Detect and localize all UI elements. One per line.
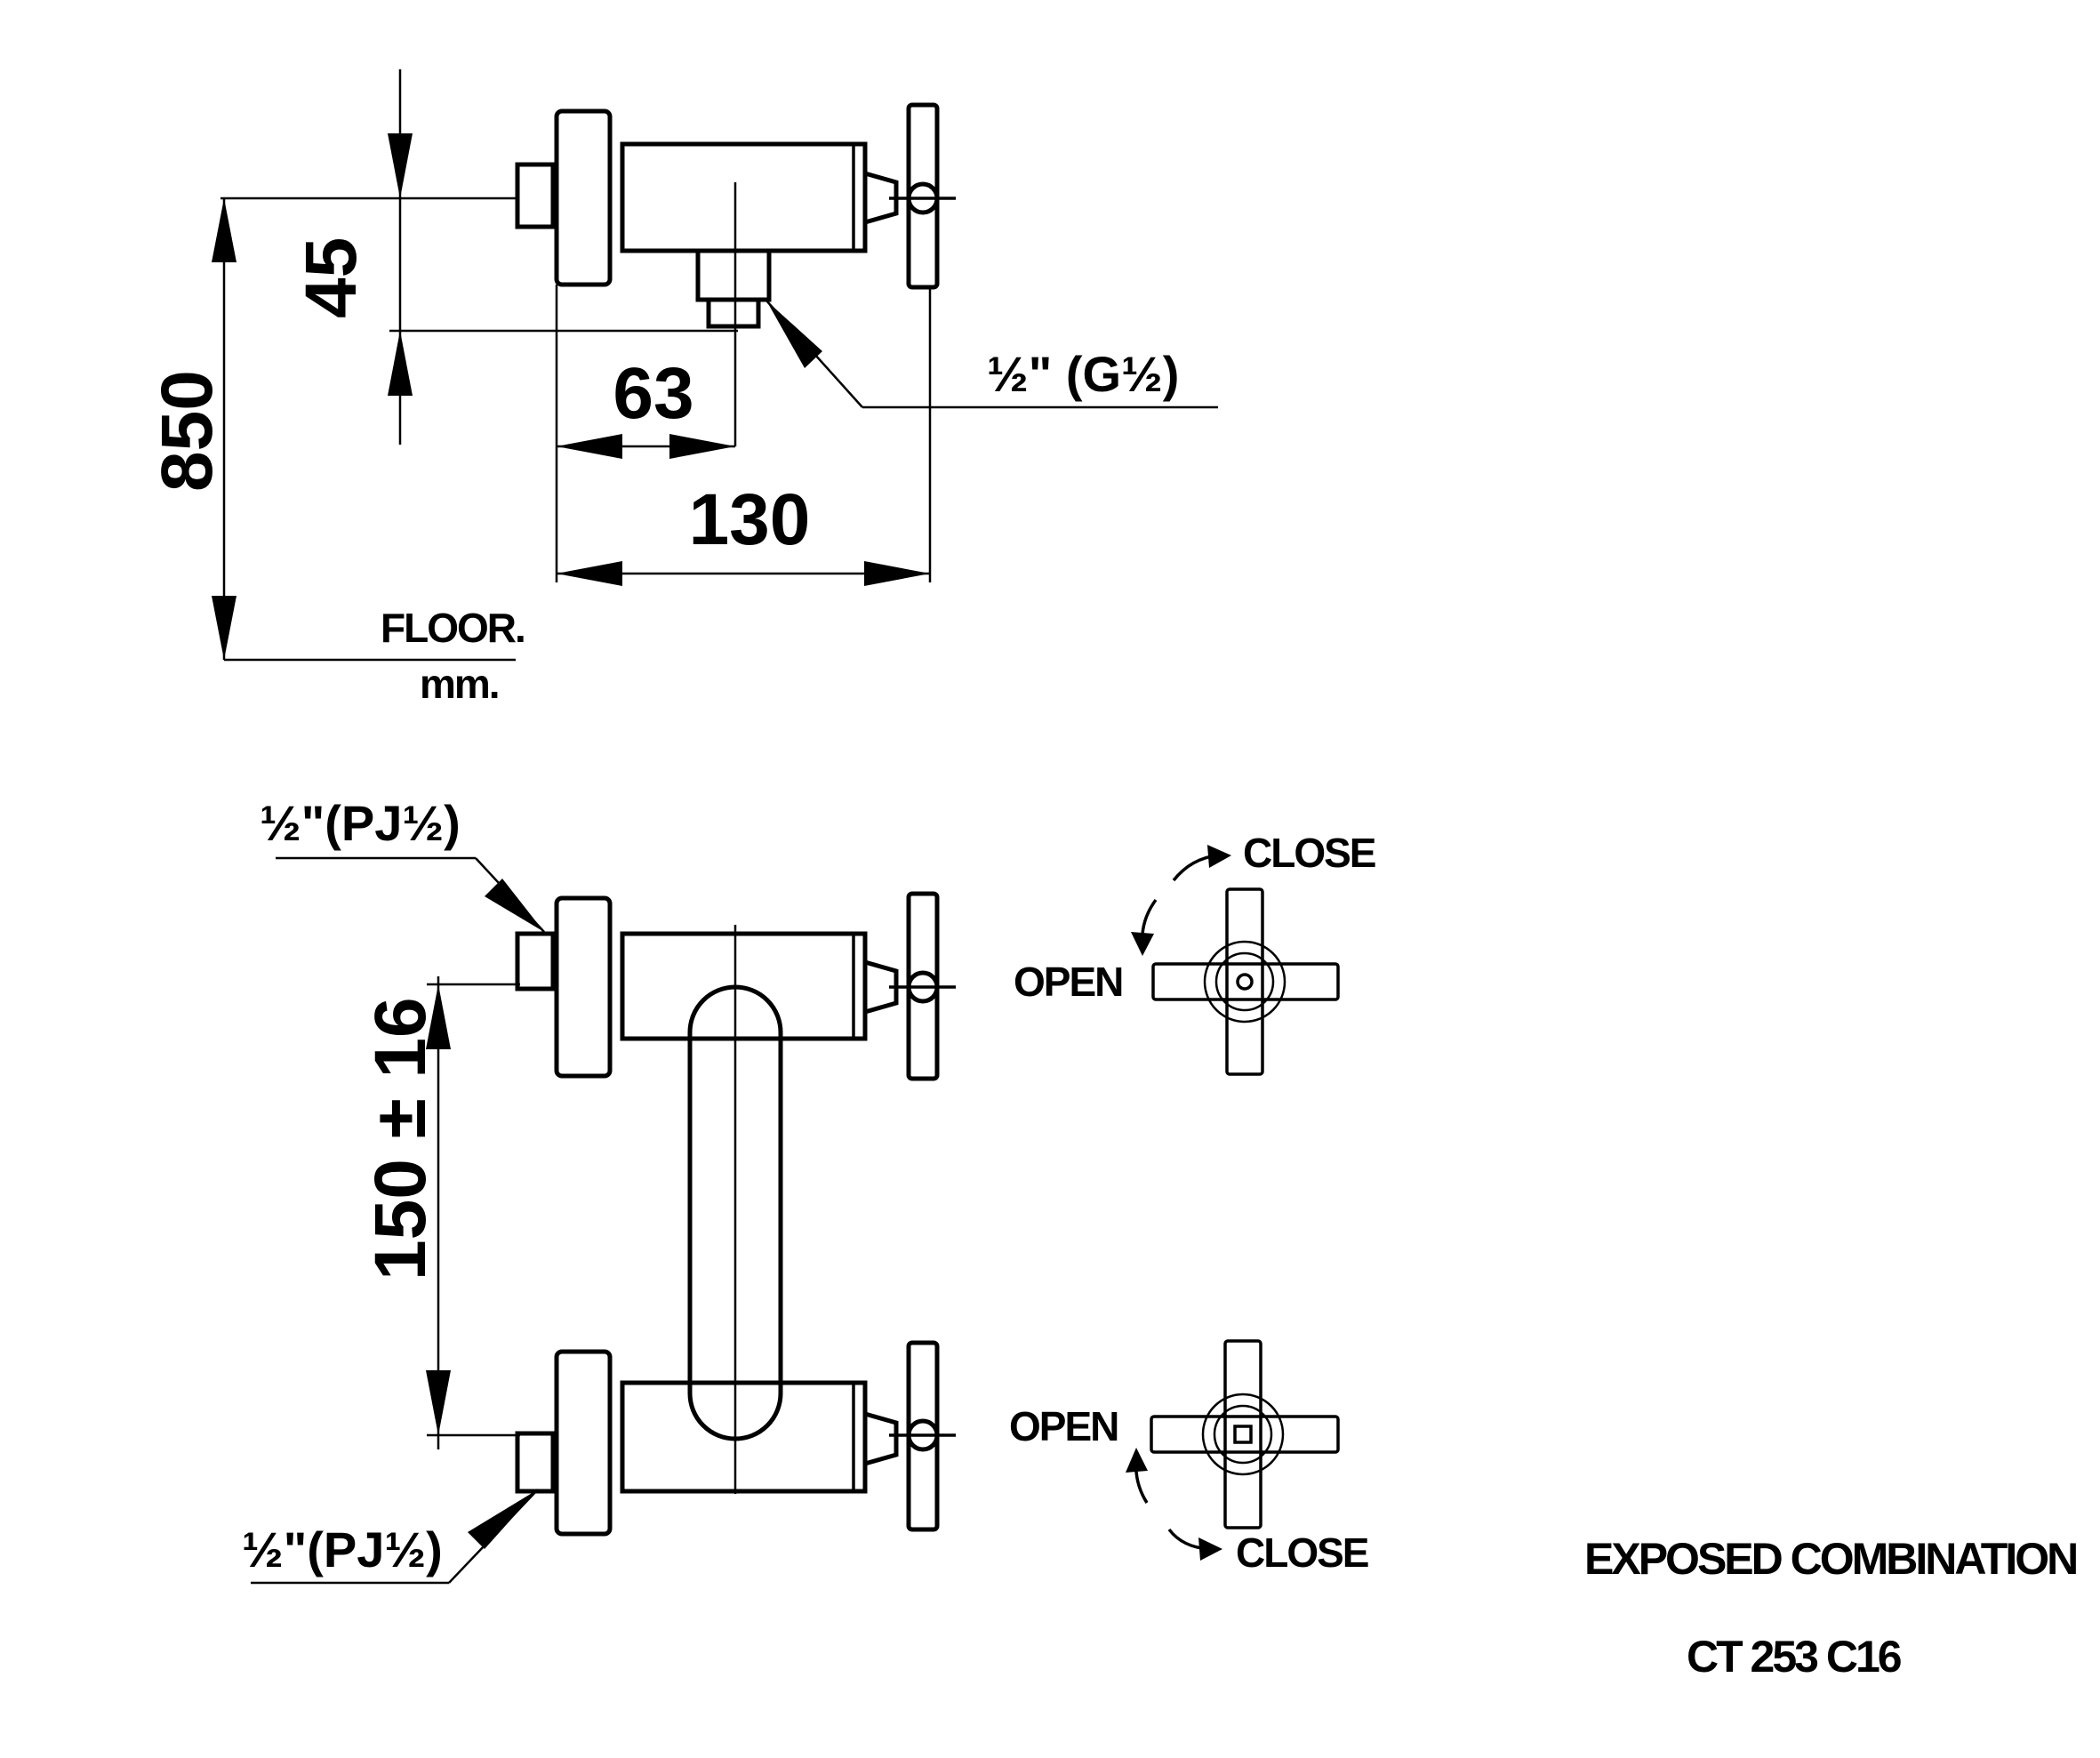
outlet-thread-callout: ½" (G½)	[765, 300, 1218, 409]
floor-label: FLOOR.	[381, 605, 525, 651]
outlet-thread-text: ½" (G½)	[987, 346, 1179, 402]
dim-45: 45	[291, 69, 738, 445]
dim-63: 63	[555, 285, 735, 582]
front-bottom-body	[620, 1380, 868, 1494]
dim-150: 150 ± 16	[360, 976, 520, 1449]
dim-130: 130	[557, 287, 932, 586]
open-label-bottom: OPEN	[1009, 1403, 1118, 1449]
dim-63-text: 63	[613, 353, 693, 434]
side-view	[515, 102, 956, 446]
side-outlet	[695, 248, 772, 302]
dim-850: 850 FLOOR. mm.	[147, 197, 526, 707]
dim-130-text: 130	[689, 479, 811, 560]
front-top-flange	[554, 895, 613, 1079]
dim-45-text: 45	[291, 237, 372, 318]
close-label-top: CLOSE	[1243, 830, 1375, 876]
front-view	[515, 891, 956, 1537]
side-inlet-nut	[515, 162, 556, 229]
side-wall-flange	[554, 108, 613, 287]
inlet-top-text: ½"(PJ½)	[260, 795, 461, 851]
side-valve-body	[620, 141, 868, 253]
front-top-body	[620, 931, 868, 1041]
handle-detail-top: CLOSE OPEN	[1014, 830, 1377, 1076]
handle-detail-bottom: OPEN CLOSE	[1009, 1339, 1370, 1576]
product-code: CT 253 C16	[1687, 1632, 1901, 1682]
front-bottom-flange	[554, 1349, 613, 1537]
open-label-top: OPEN	[1014, 959, 1122, 1005]
product-name: EXPOSED COMBINATION	[1584, 1534, 2076, 1584]
side-handle	[906, 102, 940, 290]
close-label-bottom: CLOSE	[1236, 1529, 1368, 1576]
inlet-bottom-callout: ½"(PJ½)	[242, 1489, 539, 1585]
inlet-top-callout: ½"(PJ½)	[260, 795, 545, 933]
dim-150-text: 150 ± 16	[360, 997, 441, 1280]
inlet-bottom-text: ½"(PJ½)	[242, 1521, 443, 1577]
dim-850-text: 850	[147, 370, 228, 492]
unit-label: mm.	[420, 661, 499, 707]
